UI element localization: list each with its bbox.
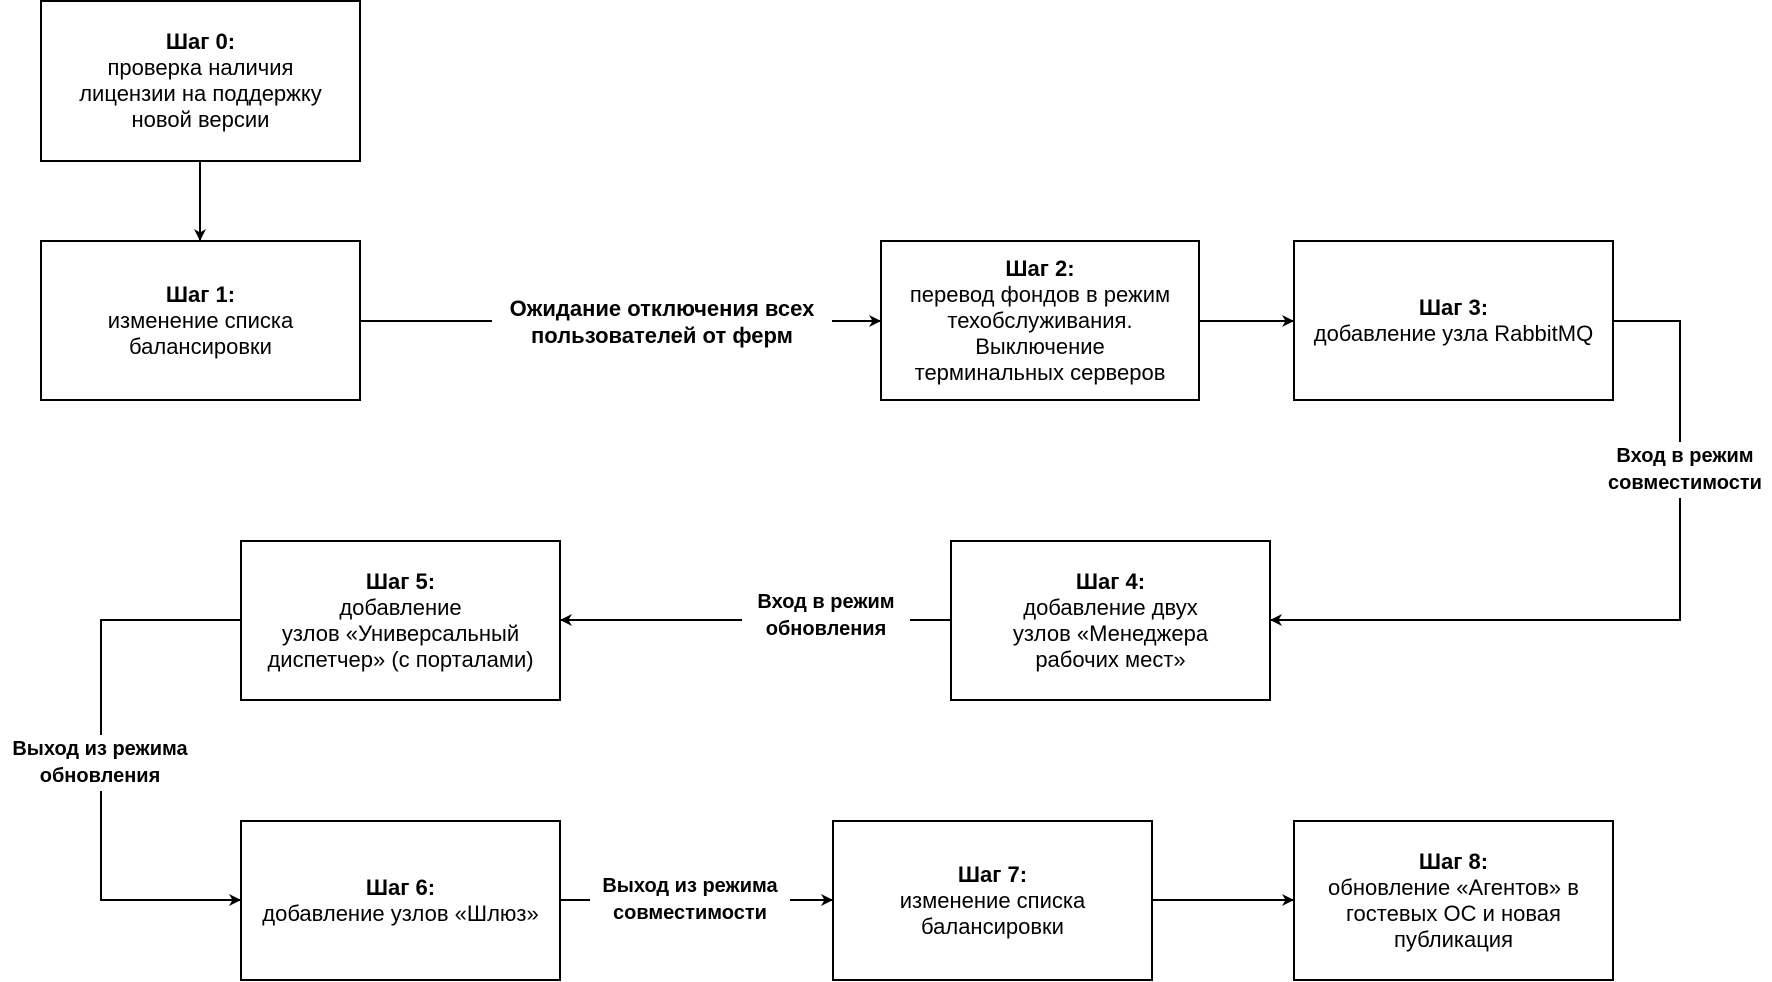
step-0-title: Шаг 0:	[165, 29, 236, 54]
step-7-box: Шаг 7: изменение списка балансировки	[832, 820, 1153, 981]
step-7-desc: изменение списка балансировки	[899, 887, 1086, 939]
step-4-desc: добавление двух узлов «Менеджера рабочих…	[1012, 594, 1209, 672]
step-8-box: Шаг 8: обновление «Агентов» в гостевых О…	[1293, 820, 1614, 981]
step-1-desc: изменение списка балансировки	[107, 307, 294, 359]
edge-label-enter-compat: Вход в режим совместимости	[1600, 442, 1770, 498]
step-5-desc: добавление узлов «Универсальный диспетче…	[267, 594, 534, 672]
step-8-title: Шаг 8:	[1418, 848, 1489, 874]
step-3-desc: добавление узла RabbitMQ	[1313, 320, 1594, 346]
step-3-box: Шаг 3: добавление узла RabbitMQ	[1293, 240, 1614, 401]
edge-label-exit-compat: Выход из режима совместимости	[590, 872, 790, 928]
edge-label-enter-update: Вход в режим обновления	[742, 588, 910, 644]
edge-label-wait-users: Ожидание отключения всех пользователей о…	[492, 294, 832, 350]
step-1-title: Шаг 1:	[165, 281, 236, 307]
step-8-desc: обновление «Агентов» в гостевых ОС и нов…	[1328, 874, 1579, 952]
step-1-box: Шаг 1: изменение списка балансировки	[40, 240, 361, 401]
step-4-title: Шаг 4:	[1075, 568, 1146, 594]
step-7-title: Шаг 7:	[957, 861, 1028, 887]
step-5-box: Шаг 5: добавление узлов «Универсальный д…	[240, 540, 561, 701]
step-6-desc: добавление узлов «Шлюз»	[262, 900, 539, 926]
step-5-title: Шаг 5:	[365, 568, 436, 594]
step-2-title: Шаг 2:	[1005, 255, 1075, 281]
step-2-desc: перевод фондов в режим техобслуживания. …	[909, 281, 1171, 385]
step-6-box: Шаг 6: добавление узлов «Шлюз»	[240, 820, 561, 981]
step-4-box: Шаг 4: добавление двух узлов «Менеджера …	[950, 540, 1271, 701]
edge-label-exit-update: Выход из режима обновления	[2, 735, 198, 791]
step-0-desc: проверка наличия лицензии на поддержку н…	[79, 55, 322, 132]
step-6-title: Шаг 6:	[365, 874, 436, 900]
step-2-box: Шаг 2: перевод фондов в режим техобслужи…	[880, 240, 1200, 401]
step-0-box: Шаг 0: проверка наличия лицензии на подд…	[40, 0, 361, 162]
step-3-title: Шаг 3:	[1418, 294, 1489, 320]
